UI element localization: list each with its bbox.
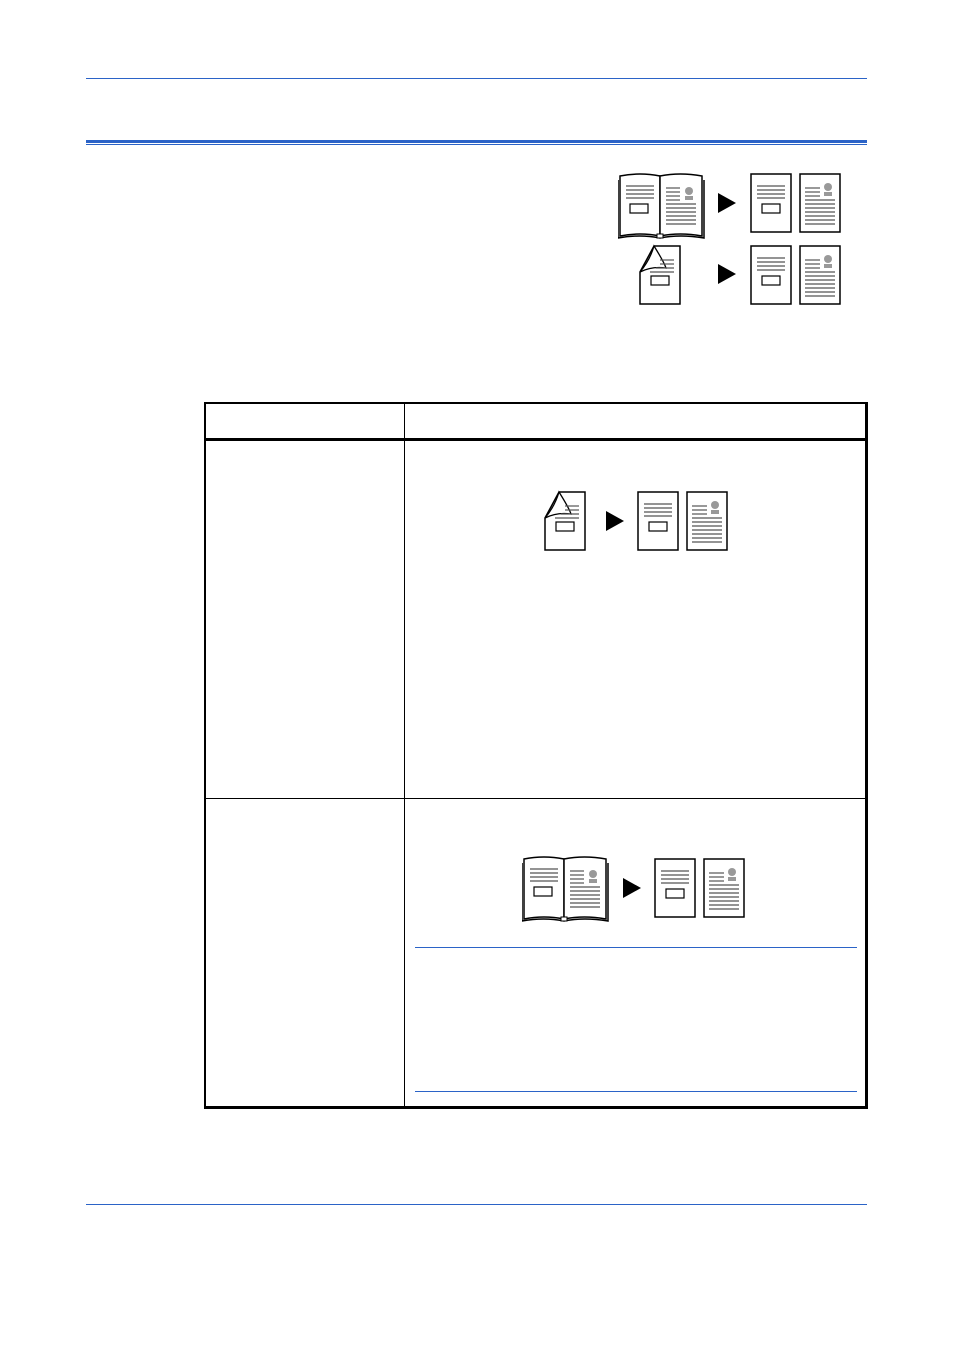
row2-illustration bbox=[522, 853, 748, 923]
book-to-two-pages-illustration bbox=[618, 170, 844, 240]
top-rule bbox=[86, 78, 867, 79]
page-to-two-pages-icon bbox=[639, 245, 841, 305]
note-bottom-rule bbox=[415, 1091, 857, 1092]
options-table bbox=[204, 402, 868, 1109]
table-column-divider bbox=[404, 404, 405, 1106]
section-heading-rule bbox=[86, 140, 867, 145]
page-to-two-pages-icon bbox=[544, 491, 728, 551]
book-to-two-pages-icon bbox=[522, 856, 745, 922]
page-to-two-pages-illustration bbox=[638, 244, 844, 306]
table-row-divider bbox=[206, 798, 866, 799]
row1-illustration bbox=[543, 490, 731, 552]
footer-rule bbox=[86, 1204, 867, 1205]
table-header-divider bbox=[206, 438, 866, 441]
note-top-rule bbox=[415, 947, 857, 948]
book-to-two-pages-icon bbox=[618, 173, 841, 239]
